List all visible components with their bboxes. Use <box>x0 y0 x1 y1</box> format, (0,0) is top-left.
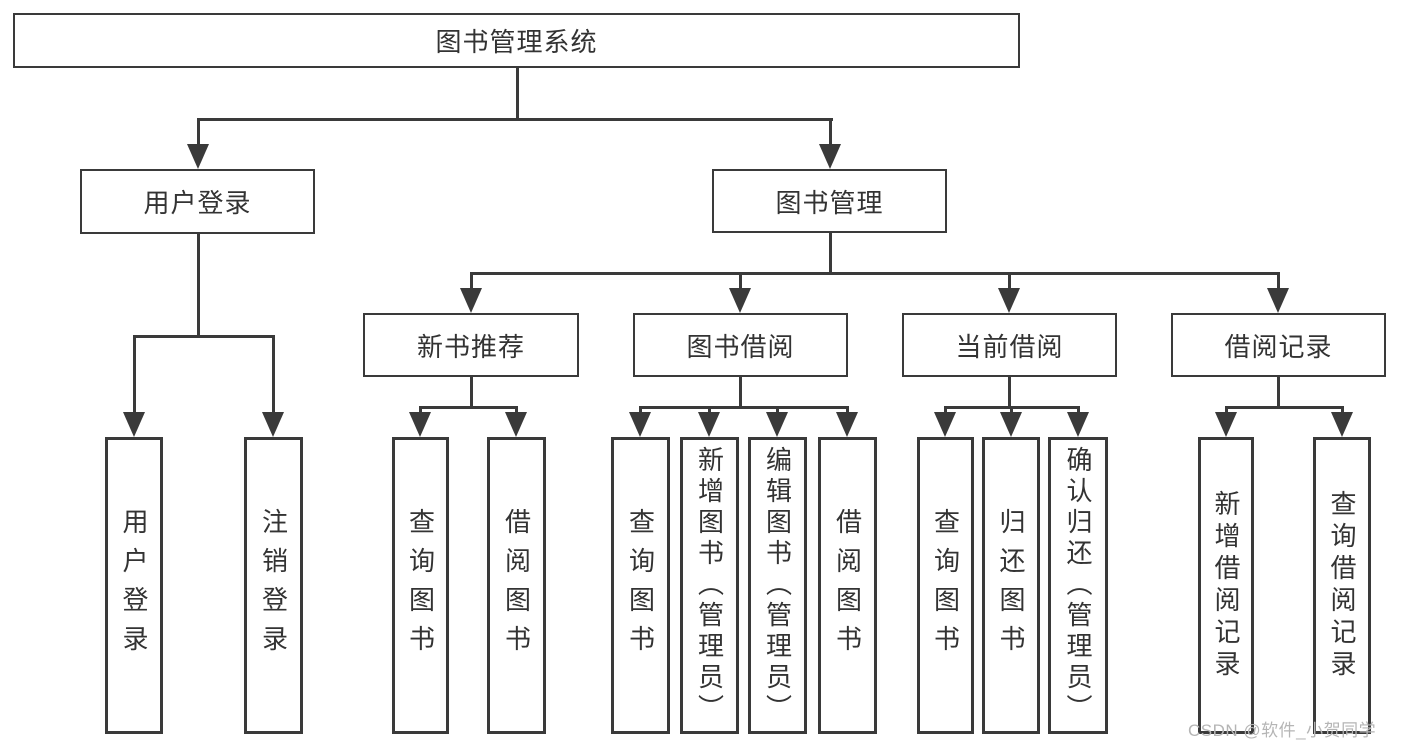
connector-line <box>1225 406 1344 409</box>
arrow-down-icon <box>187 144 209 169</box>
arrow-down-icon <box>1067 412 1089 437</box>
arrow-down-icon <box>505 412 527 437</box>
arrow-down-icon <box>123 412 145 437</box>
connector-line <box>1277 272 1280 288</box>
leaf-borrow-query-books-label: 查询图书 <box>625 507 656 664</box>
leaf-query-borrow-record: 查询借阅记录 <box>1313 437 1371 734</box>
leaf-add-borrow-record-label: 新增借阅记录 <box>1211 489 1241 682</box>
connector-line <box>776 406 779 412</box>
node-current-borrow-label: 当前借阅 <box>955 331 1064 362</box>
node-book-management: 图书管理 <box>712 169 947 233</box>
arrow-down-icon <box>1215 412 1237 437</box>
leaf-return-books: 归还图书 <box>982 437 1040 734</box>
leaf-logout: 注销登录 <box>244 437 303 734</box>
arrow-down-icon <box>1267 288 1289 313</box>
connector-line <box>419 406 518 409</box>
node-library-system-label: 图书管理系统 <box>435 27 598 57</box>
arrow-down-icon <box>629 412 651 437</box>
connector-line <box>1277 377 1280 406</box>
connector-line <box>516 68 519 118</box>
leaf-add-books-admin-label: 新增图书（管理员） <box>694 446 725 725</box>
connector-line <box>1008 272 1011 288</box>
arrow-down-icon <box>819 144 841 169</box>
connector-line <box>739 377 742 406</box>
connector-line <box>197 118 200 144</box>
connector-line <box>133 335 136 412</box>
connector-line <box>829 118 832 144</box>
leaf-return-books-label: 归还图书 <box>996 507 1026 664</box>
node-new-book-recommend: 新书推荐 <box>363 313 579 377</box>
leaf-recommend-borrow-books: 借阅图书 <box>487 437 546 734</box>
leaf-edit-books-admin-label: 编辑图书（管理员） <box>762 446 793 725</box>
connector-line <box>515 406 518 412</box>
connector-line <box>272 335 275 412</box>
leaf-borrow-query-books: 查询图书 <box>611 437 670 734</box>
node-current-borrow: 当前借阅 <box>902 313 1117 377</box>
arrow-down-icon <box>262 412 284 437</box>
leaf-user-login-label: 用户登录 <box>119 507 149 664</box>
connector-line <box>846 406 849 412</box>
connector-line <box>197 234 200 335</box>
arrow-down-icon <box>1000 412 1022 437</box>
arrow-down-icon <box>698 412 720 437</box>
node-library-system: 图书管理系统 <box>13 13 1020 68</box>
connector-line <box>1341 406 1344 412</box>
arrow-down-icon <box>1331 412 1353 437</box>
leaf-recommend-query-books-label: 查询图书 <box>405 507 436 664</box>
node-book-borrow: 图书借阅 <box>633 313 848 377</box>
connector-line <box>829 233 832 272</box>
arrow-down-icon <box>766 412 788 437</box>
connector-line <box>419 406 422 412</box>
connector-line <box>1010 406 1013 412</box>
leaf-recommend-query-books: 查询图书 <box>392 437 449 734</box>
connector-line <box>470 272 1280 275</box>
leaf-add-borrow-record: 新增借阅记录 <box>1198 437 1254 734</box>
leaf-add-books-admin: 新增图书（管理员） <box>680 437 739 734</box>
leaf-recommend-borrow-books-label: 借阅图书 <box>501 507 532 664</box>
leaf-logout-label: 注销登录 <box>258 507 289 664</box>
connector-line <box>1225 406 1228 412</box>
node-book-borrow-label: 图书借阅 <box>686 331 795 362</box>
arrow-down-icon <box>729 288 751 313</box>
connector-line <box>639 406 642 412</box>
node-new-book-recommend-label: 新书推荐 <box>416 331 525 362</box>
leaf-borrow-books-label: 借阅图书 <box>832 507 863 664</box>
node-borrow-records: 借阅记录 <box>1171 313 1386 377</box>
arrow-down-icon <box>460 288 482 313</box>
leaf-confirm-return-admin: 确认归还（管理员） <box>1048 437 1108 734</box>
connector-line <box>639 406 849 409</box>
connector-line <box>739 272 742 288</box>
connector-line <box>944 406 947 412</box>
arrow-down-icon <box>409 412 431 437</box>
leaf-current-query-books-label: 查询图书 <box>930 507 961 664</box>
connector-line <box>470 377 473 406</box>
node-user-login: 用户登录 <box>80 169 315 234</box>
connector-line <box>708 406 711 412</box>
leaf-current-query-books: 查询图书 <box>917 437 974 734</box>
connector-line <box>1077 406 1080 412</box>
leaf-user-login: 用户登录 <box>105 437 163 734</box>
node-borrow-records-label: 借阅记录 <box>1224 331 1333 362</box>
leaf-borrow-books: 借阅图书 <box>818 437 877 734</box>
arrow-down-icon <box>998 288 1020 313</box>
connector-line <box>470 272 473 288</box>
connector-line <box>197 118 833 121</box>
node-user-login-label: 用户登录 <box>143 188 252 218</box>
connector-line <box>133 335 274 338</box>
arrow-down-icon <box>934 412 956 437</box>
leaf-confirm-return-admin-label: 确认归还（管理员） <box>1063 446 1093 725</box>
node-book-management-label: 图书管理 <box>775 187 884 218</box>
arrow-down-icon <box>836 412 858 437</box>
leaf-query-borrow-record-label: 查询借阅记录 <box>1327 489 1357 682</box>
leaf-edit-books-admin: 编辑图书（管理员） <box>748 437 807 734</box>
connector-line <box>1008 377 1011 406</box>
watermark-text: CSDN @软件_小贺同学 <box>1188 721 1377 740</box>
